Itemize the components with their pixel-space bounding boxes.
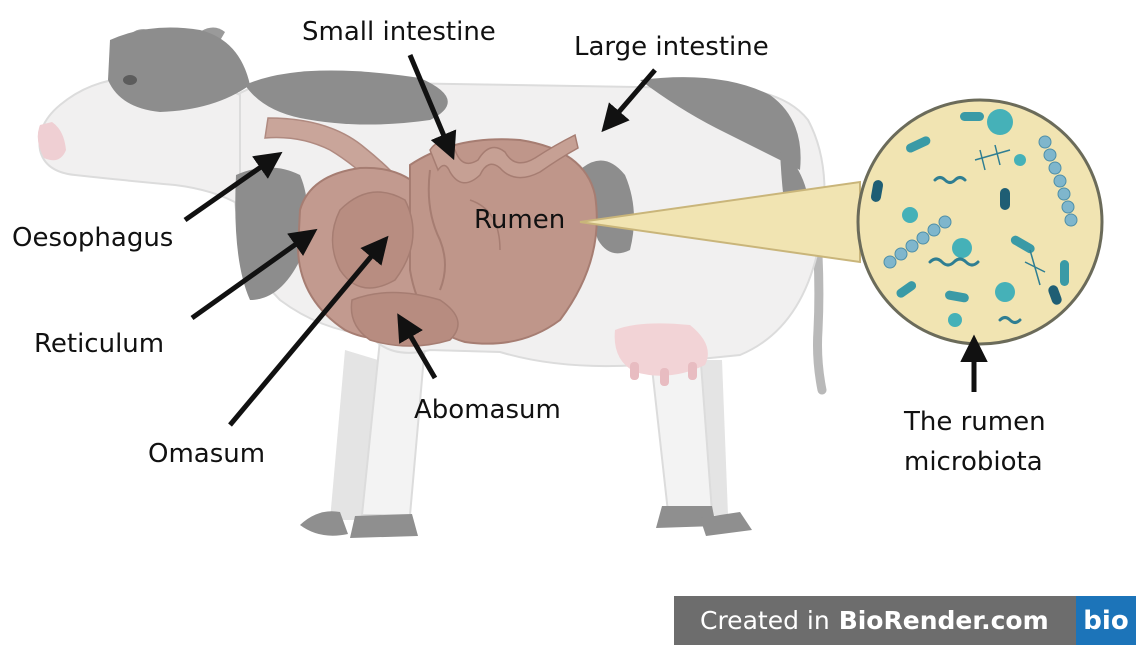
label-microbiota-line1: The rumen — [903, 407, 1046, 437]
label-reticulum: Reticulum — [34, 329, 164, 359]
label-oesophagus: Oesophagus — [12, 223, 173, 253]
label-large-intestine: Large intestine — [574, 32, 769, 62]
label-microbiota-line2: microbiota — [904, 447, 1043, 477]
watermark-prefix: Created in — [700, 606, 830, 635]
label-small-intestine: Small intestine — [302, 17, 496, 47]
biorender-logo-icon: bio — [1076, 596, 1136, 645]
watermark-text: Created in BioRender.com — [674, 596, 1076, 645]
label-abomasum: Abomasum — [414, 395, 561, 425]
label-omasum: Omasum — [148, 439, 265, 469]
watermark-brand: BioRender.com — [839, 606, 1049, 635]
biorender-watermark[interactable]: Created in BioRender.com bio — [674, 596, 1136, 645]
label-rumen: Rumen — [474, 205, 565, 235]
